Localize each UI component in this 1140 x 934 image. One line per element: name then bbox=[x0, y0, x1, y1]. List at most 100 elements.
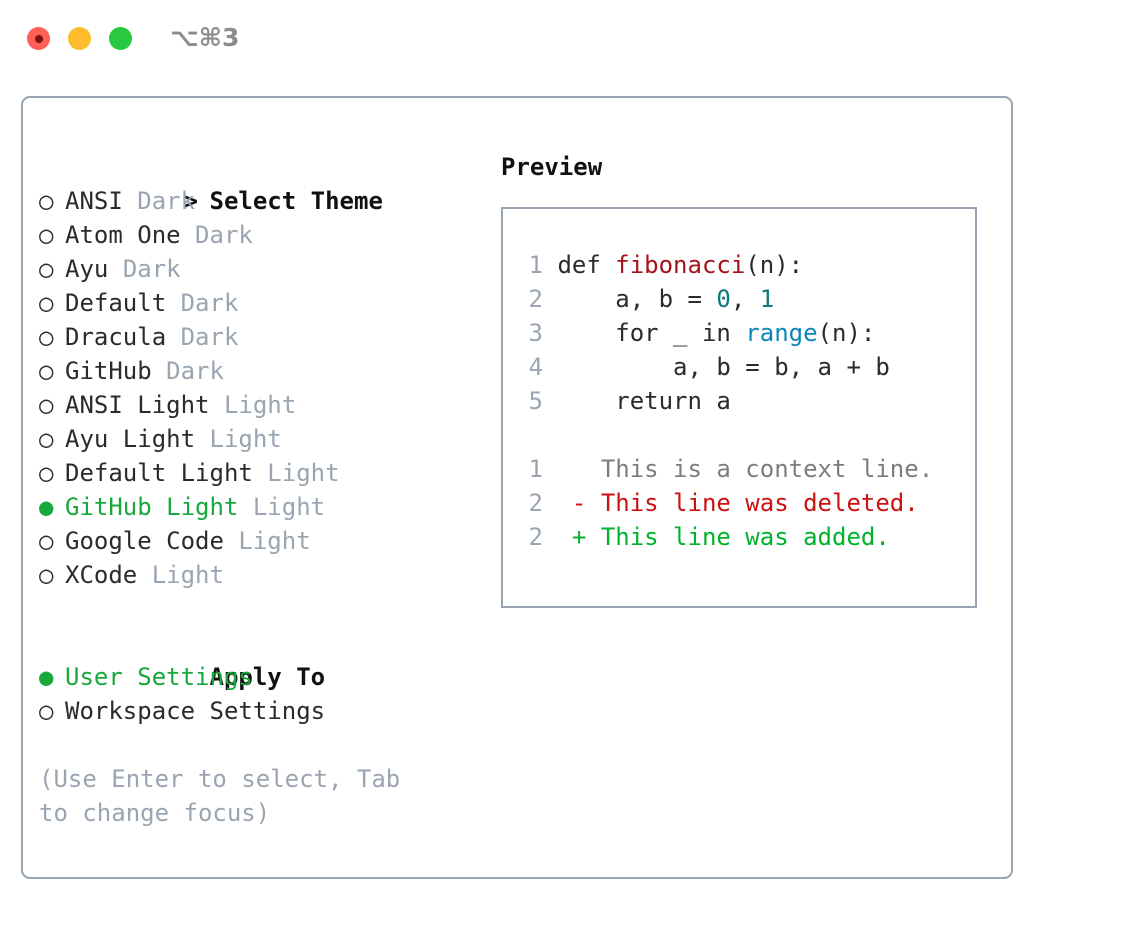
theme-item-space bbox=[123, 187, 137, 215]
radio-unselected-icon: ○ bbox=[39, 459, 68, 487]
code-token-plain: return a bbox=[557, 387, 731, 415]
code-gutter-space bbox=[543, 353, 557, 381]
apply-to-header-label: Apply To bbox=[209, 663, 326, 691]
theme-item-label: ANSI bbox=[65, 187, 123, 215]
code-line: 2 a, b = 0, 1 bbox=[515, 282, 975, 316]
apply-to-item-user-settings[interactable]: ● User Settings bbox=[39, 660, 499, 694]
theme-item-atom-one[interactable]: ○ Atom One Dark bbox=[39, 218, 499, 252]
close-button-icon[interactable] bbox=[27, 27, 50, 50]
apply-to-list: ● User Settings○ Workspace Settings bbox=[39, 660, 499, 728]
header-prefix: > bbox=[183, 187, 213, 215]
theme-item-label: Google Code bbox=[65, 527, 224, 555]
theme-item-variant: Dark bbox=[122, 255, 181, 283]
theme-item-variant: Light bbox=[252, 493, 326, 521]
radio-unselected-icon: ○ bbox=[39, 323, 68, 351]
theme-item-ansi-light[interactable]: ○ ANSI Light Light bbox=[39, 388, 499, 422]
code-gutter-space bbox=[543, 319, 557, 347]
radio-selected-icon: ● bbox=[39, 493, 68, 521]
radio-unselected-icon: ○ bbox=[39, 425, 68, 453]
theme-item-default-light[interactable]: ○ Default Light Light bbox=[39, 456, 499, 490]
radio-unselected-icon: ○ bbox=[39, 697, 68, 725]
diff-line-number: 2 bbox=[528, 523, 543, 551]
radio-unselected-icon: ○ bbox=[39, 187, 68, 215]
code-token-plain: a, b = b, a + b bbox=[557, 353, 890, 381]
diff-sign: - bbox=[571, 489, 601, 517]
radio-selected-icon: ● bbox=[39, 663, 68, 691]
radio-unselected-icon: ○ bbox=[39, 289, 68, 317]
code-token-plain: , bbox=[730, 285, 760, 313]
traffic-lights bbox=[27, 27, 132, 50]
apply-to-header: Apply To bbox=[39, 626, 499, 691]
diff-gutter-space bbox=[543, 489, 572, 517]
theme-item-label: Dracula bbox=[65, 323, 167, 351]
theme-item-xcode[interactable]: ○ XCode Light bbox=[39, 558, 499, 592]
theme-item-variant: Light bbox=[267, 459, 340, 487]
code-line: 1 def fibonacci(n): bbox=[515, 248, 975, 282]
theme-item-default[interactable]: ○ Default Dark bbox=[39, 286, 499, 320]
theme-item-space bbox=[137, 561, 151, 589]
theme-item-variant: Dark bbox=[195, 221, 253, 249]
theme-item-variant: Dark bbox=[180, 289, 239, 317]
theme-item-label: Default bbox=[65, 289, 167, 317]
maximize-button-icon[interactable] bbox=[109, 27, 132, 50]
theme-selection-column: > Select Theme ○ ANSI Dark○ Atom One Dar… bbox=[39, 150, 499, 830]
diff-sign bbox=[572, 455, 601, 483]
diff-text: This line was added. bbox=[600, 523, 890, 551]
theme-item-dracula[interactable]: ○ Dracula Dark bbox=[39, 320, 499, 354]
keyboard-shortcut-label: ⌥⌘3 bbox=[170, 23, 240, 52]
theme-item-variant: Light bbox=[223, 391, 297, 419]
minimize-button-icon[interactable] bbox=[68, 27, 91, 50]
code-token-plain: for _ in bbox=[557, 319, 746, 347]
main-panel: > Select Theme ○ ANSI Dark○ Atom One Dar… bbox=[21, 96, 1013, 879]
code-gutter-space bbox=[543, 251, 557, 279]
theme-item-variant: Dark bbox=[180, 323, 239, 351]
theme-item-space bbox=[195, 425, 209, 453]
theme-item-label: Atom One bbox=[65, 221, 181, 249]
diff-line-add: 2 + This line was added. bbox=[515, 520, 975, 554]
theme-item-variant: Dark bbox=[166, 357, 224, 385]
theme-item-google-code[interactable]: ○ Google Code Light bbox=[39, 524, 499, 558]
code-gutter-space bbox=[543, 387, 557, 415]
code-token-num: 0 bbox=[716, 285, 731, 313]
theme-item-label: GitHub Light bbox=[65, 493, 239, 521]
theme-item-space bbox=[253, 459, 267, 487]
code-token-plain: def bbox=[557, 251, 616, 279]
diff-line-number: 2 bbox=[528, 489, 543, 517]
code-token-plain: a, b = bbox=[557, 285, 717, 313]
preview-column: Preview 1 def fibonacci(n):2 a, b = 0, 1… bbox=[501, 150, 1001, 608]
code-diff-gap bbox=[515, 418, 975, 452]
apply-to-item-label: Workspace Settings bbox=[65, 697, 326, 725]
header-label: Select Theme bbox=[209, 187, 383, 215]
code-line: 4 a, b = b, a + b bbox=[515, 350, 975, 384]
theme-item-space bbox=[166, 323, 180, 351]
apply-to-item-workspace-settings[interactable]: ○ Workspace Settings bbox=[39, 694, 499, 728]
theme-item-label: Ayu Light bbox=[65, 425, 196, 453]
theme-item-label: Default Light bbox=[65, 459, 253, 487]
apply-to-item-label: User Settings bbox=[65, 663, 253, 691]
theme-item-variant: Dark bbox=[137, 187, 196, 215]
code-token-plain: (n): bbox=[817, 319, 876, 347]
theme-item-space bbox=[108, 255, 122, 283]
diff-text: This line was deleted. bbox=[600, 489, 919, 517]
radio-unselected-icon: ○ bbox=[39, 527, 68, 555]
theme-picker-header: > Select Theme bbox=[39, 150, 499, 215]
theme-item-ayu-light[interactable]: ○ Ayu Light Light bbox=[39, 422, 499, 456]
code-line-number: 1 bbox=[528, 251, 543, 279]
theme-item-github-light[interactable]: ● GitHub Light Light bbox=[39, 490, 499, 524]
radio-unselected-icon: ○ bbox=[39, 255, 68, 283]
theme-item-label: Ayu bbox=[65, 255, 109, 283]
theme-item-github[interactable]: ○ GitHub Dark bbox=[39, 354, 499, 388]
code-line-number: 4 bbox=[528, 353, 543, 381]
diff-line-ctx: 1 This is a context line. bbox=[515, 452, 975, 486]
theme-item-ayu[interactable]: ○ Ayu Dark bbox=[39, 252, 499, 286]
radio-unselected-icon: ○ bbox=[39, 561, 68, 589]
diff-gutter-space bbox=[543, 523, 572, 551]
code-token-bi: range bbox=[745, 319, 818, 347]
theme-item-label: XCode bbox=[65, 561, 138, 589]
keyboard-hint-text: (Use Enter to select, Tab to change focu… bbox=[39, 765, 415, 827]
theme-item-variant: Light bbox=[209, 425, 282, 453]
theme-item-ansi[interactable]: ○ ANSI Dark bbox=[39, 184, 499, 218]
code-line-number: 3 bbox=[528, 319, 543, 347]
theme-item-space bbox=[166, 289, 180, 317]
